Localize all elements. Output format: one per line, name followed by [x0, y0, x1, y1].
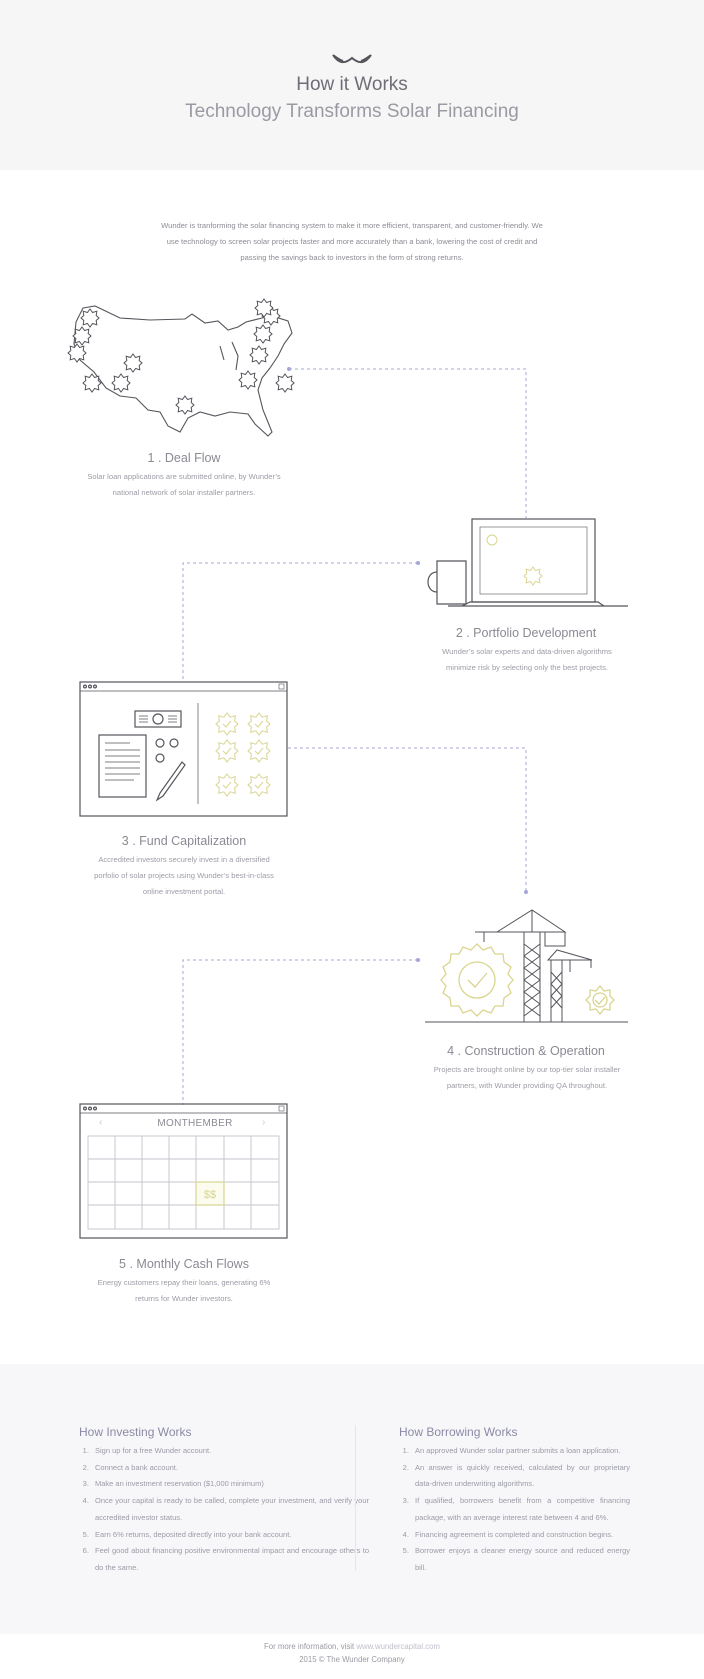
page-title: How it Works	[296, 74, 408, 95]
step-1-title: 1 . Deal Flow	[147, 451, 221, 465]
payment-marker: $$	[203, 1189, 217, 1201]
calendar-grid	[87, 1135, 280, 1230]
page-subtitle: Technology Transforms Solar Financing	[185, 101, 519, 122]
step-3-desc: Accredited investors securely invest in …	[94, 855, 274, 896]
calendar-prev-icon[interactable]: ‹	[99, 1117, 103, 1128]
step-2-desc: Wunder’s solar experts and data-driven a…	[442, 647, 612, 672]
list-item: Earn 6% returns, deposited directly into…	[91, 1527, 369, 1544]
more-info-label: For more information, visit	[264, 1642, 357, 1651]
how-it-works-details	[0, 1364, 704, 1634]
step-4-title: 4 . Construction & Operation	[447, 1044, 605, 1058]
payment-day-highlight	[195, 1181, 225, 1206]
list-item: An answer is quickly received, calculate…	[411, 1460, 630, 1493]
laptop-icon	[427, 518, 628, 607]
investing-title: How Investing Works	[79, 1425, 192, 1439]
header: How it Works Technology Transforms Solar…	[0, 0, 704, 170]
investing-list: Sign up for a free Wunder account. Conne…	[79, 1443, 369, 1577]
more-info: For more information, visit www.wunderca…	[0, 1640, 704, 1653]
list-item: Connect a bank account.	[91, 1460, 369, 1477]
list-item: Make an investment reservation ($1,000 m…	[91, 1476, 369, 1493]
intro-text: Wunder is tranforming the solar financin…	[161, 221, 543, 262]
usa-map-icon	[73, 305, 293, 437]
website-link[interactable]: www.wundercapital.com	[356, 1642, 440, 1651]
step-4-desc: Projects are brought online by our top-t…	[433, 1065, 621, 1090]
calendar-icon	[79, 1103, 288, 1239]
list-item: An approved Wunder solar partner submits…	[411, 1443, 630, 1460]
step-2-title: 2 . Portfolio Development	[455, 626, 597, 640]
calendar-next-icon[interactable]: ›	[262, 1117, 266, 1128]
wunder-logo-icon	[332, 54, 372, 64]
list-item: Feel good about financing positive envir…	[91, 1543, 369, 1576]
dotted-connectors	[182, 368, 527, 1105]
construction-crane-icon	[425, 909, 628, 1023]
calendar-month: MONTHEMBER	[157, 1118, 233, 1129]
list-item: Borrower enjoys a cleaner energy source …	[411, 1543, 630, 1576]
portfolio-badges	[486, 532, 580, 586]
borrowing-title: How Borrowing Works	[399, 1425, 518, 1439]
list-item: Sign up for a free Wunder account.	[91, 1443, 369, 1460]
list-item: Financing agreement is completed and con…	[411, 1527, 630, 1544]
list-item: Once your capital is ready to be called,…	[91, 1493, 369, 1526]
step-3-title: 3 . Fund Capitalization	[121, 834, 247, 848]
step-5-desc: Energy customers repay their loans, gene…	[97, 1278, 271, 1303]
list-item: If qualified, borrowers benefit from a c…	[411, 1493, 630, 1526]
large-approved-badge	[440, 943, 615, 1017]
approved-badges	[215, 712, 271, 797]
column-divider	[355, 1425, 356, 1571]
step-1-desc: Solar loan applications are submitted on…	[87, 472, 281, 497]
browser-window-icon	[79, 681, 288, 817]
copyright: 2015 © The Wunder Company	[299, 1655, 405, 1664]
investing-section: How Investing Works Sign up for a free W…	[79, 1425, 369, 1577]
borrowing-section: How Borrowing Works An approved Wunder s…	[399, 1425, 630, 1577]
borrowing-list: An approved Wunder solar partner submits…	[399, 1443, 630, 1577]
page-footer: For more information, visit www.wunderca…	[0, 1640, 704, 1666]
step-5-title: 5 . Monthly Cash Flows	[119, 1257, 249, 1271]
solar-badge-icons	[67, 298, 295, 415]
